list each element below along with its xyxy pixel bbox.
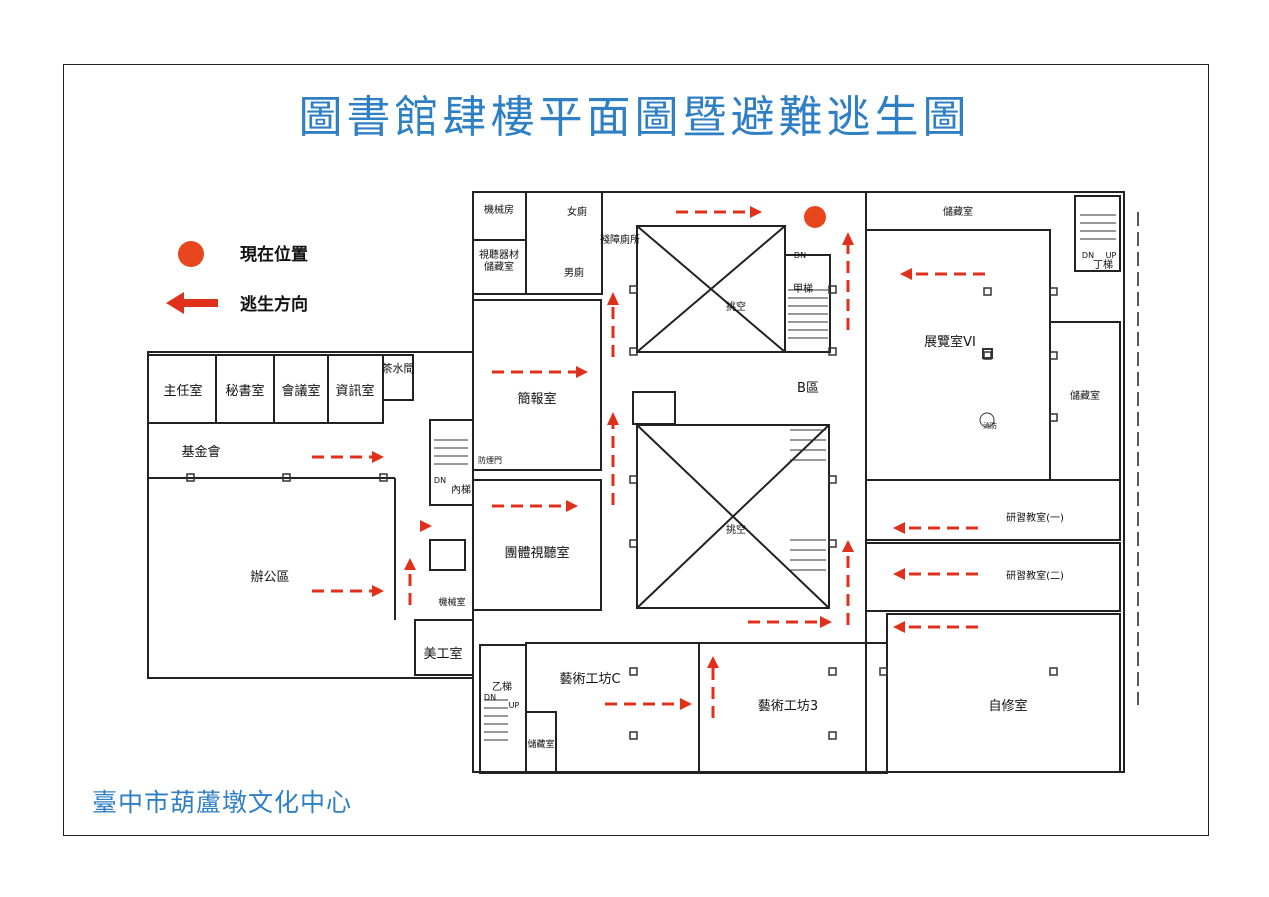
elevator-core: [632, 391, 676, 425]
room-workshop-c: [525, 642, 700, 774]
room-study1: [865, 479, 1121, 541]
legend-arrow-icon: [166, 292, 218, 314]
columns: [186, 285, 1058, 740]
central-block-wall: [472, 191, 867, 773]
label-fire-door: 防煙門: [478, 455, 502, 465]
current-position-marker: [804, 206, 826, 228]
label-men: 男廁: [564, 266, 584, 279]
legend-current-position: 現在位置: [240, 245, 308, 265]
room-exhibition: [865, 229, 1051, 481]
map-frame: [63, 64, 1209, 836]
label-dn-inner: DN: [434, 476, 446, 485]
stair-d: [1074, 195, 1121, 272]
label-up-b: UP: [509, 701, 520, 710]
stair-a: [784, 254, 831, 353]
label-accessible-wc: 殘障廁所: [600, 233, 640, 246]
footer-org: 臺中市葫蘆墩文化中心: [92, 788, 353, 817]
legend-dot-icon: [178, 241, 204, 267]
label-information: 資訊室: [335, 383, 374, 399]
label-elevator-b: 乙梯: [492, 680, 512, 693]
room-restrooms: [525, 191, 603, 295]
page-title: 圖書館肆樓平面圖暨避難逃生圖: [298, 92, 971, 143]
label-exhibition: 展覽室VI: [924, 334, 976, 350]
room-briefing: [472, 299, 602, 471]
label-study1: 研習教室(一): [1006, 511, 1064, 524]
elevator-inner: [429, 539, 466, 571]
label-director: 主任室: [163, 383, 202, 399]
label-workshop-c: 藝術工坊C: [559, 672, 620, 687]
stair-hatch: [434, 214, 1116, 741]
label-dn-d: DN: [1082, 251, 1094, 260]
left-wing-wall: [147, 351, 474, 679]
label-stair-d: 丁梯: [1093, 258, 1113, 271]
label-storage-bottom: 儲藏室: [527, 738, 554, 750]
label-foundation: 基金會: [181, 444, 220, 460]
label-storage-right: 儲藏室: [1070, 389, 1100, 402]
label-briefing: 簡報室: [517, 391, 556, 407]
label-workshop-3: 藝術工坊3: [758, 699, 818, 714]
atrium-mid: [636, 424, 830, 609]
stair-inner: [429, 419, 474, 506]
legend-escape-direction: 逃生方向: [240, 295, 308, 315]
label-women: 女廁: [567, 205, 587, 218]
fire-hydrant-icon: [979, 412, 995, 428]
label-mech-small: 機械室: [438, 596, 465, 608]
stair-b: [479, 644, 527, 774]
label-tea: 茶水間: [382, 362, 415, 375]
label-secretary: 秘書室: [225, 383, 264, 399]
label-av-storage: 視聽器材儲藏室: [479, 248, 519, 273]
label-mech-room: 機械房: [484, 203, 514, 216]
label-stair-inner: 內梯: [451, 483, 471, 496]
escape-route: [312, 210, 985, 718]
label-office: 辦公區: [250, 570, 289, 585]
label-dn-b: DN: [484, 693, 496, 702]
label-storage-top: 儲藏室: [943, 205, 973, 218]
label-atrium-mid: 挑空: [726, 523, 746, 536]
label-av-room: 團體視聽室: [504, 545, 569, 561]
label-fire-hydrant: 消防: [983, 421, 997, 430]
label-zone-b: B區: [797, 381, 819, 396]
room-self-study: [886, 613, 1121, 773]
label-art-staff: 美工室: [423, 646, 462, 662]
escape-arrowheads: [372, 206, 912, 710]
label-atrium-top: 挑空: [726, 300, 746, 313]
room-tea: [382, 354, 414, 401]
label-meeting: 會議室: [281, 383, 320, 399]
label-self-study: 自修室: [988, 698, 1027, 714]
label-study2: 研習教室(二): [1006, 569, 1064, 582]
room-study2: [865, 542, 1121, 612]
room-av: [472, 479, 602, 611]
right-wing-wall: [865, 191, 1125, 773]
pillar-icon: [982, 348, 993, 359]
room-storage-bottom: [525, 711, 557, 773]
label-up-d: UP: [1106, 251, 1117, 260]
label-elevator-a: 甲梯: [793, 282, 813, 295]
label-dn-a: DN: [794, 251, 806, 260]
